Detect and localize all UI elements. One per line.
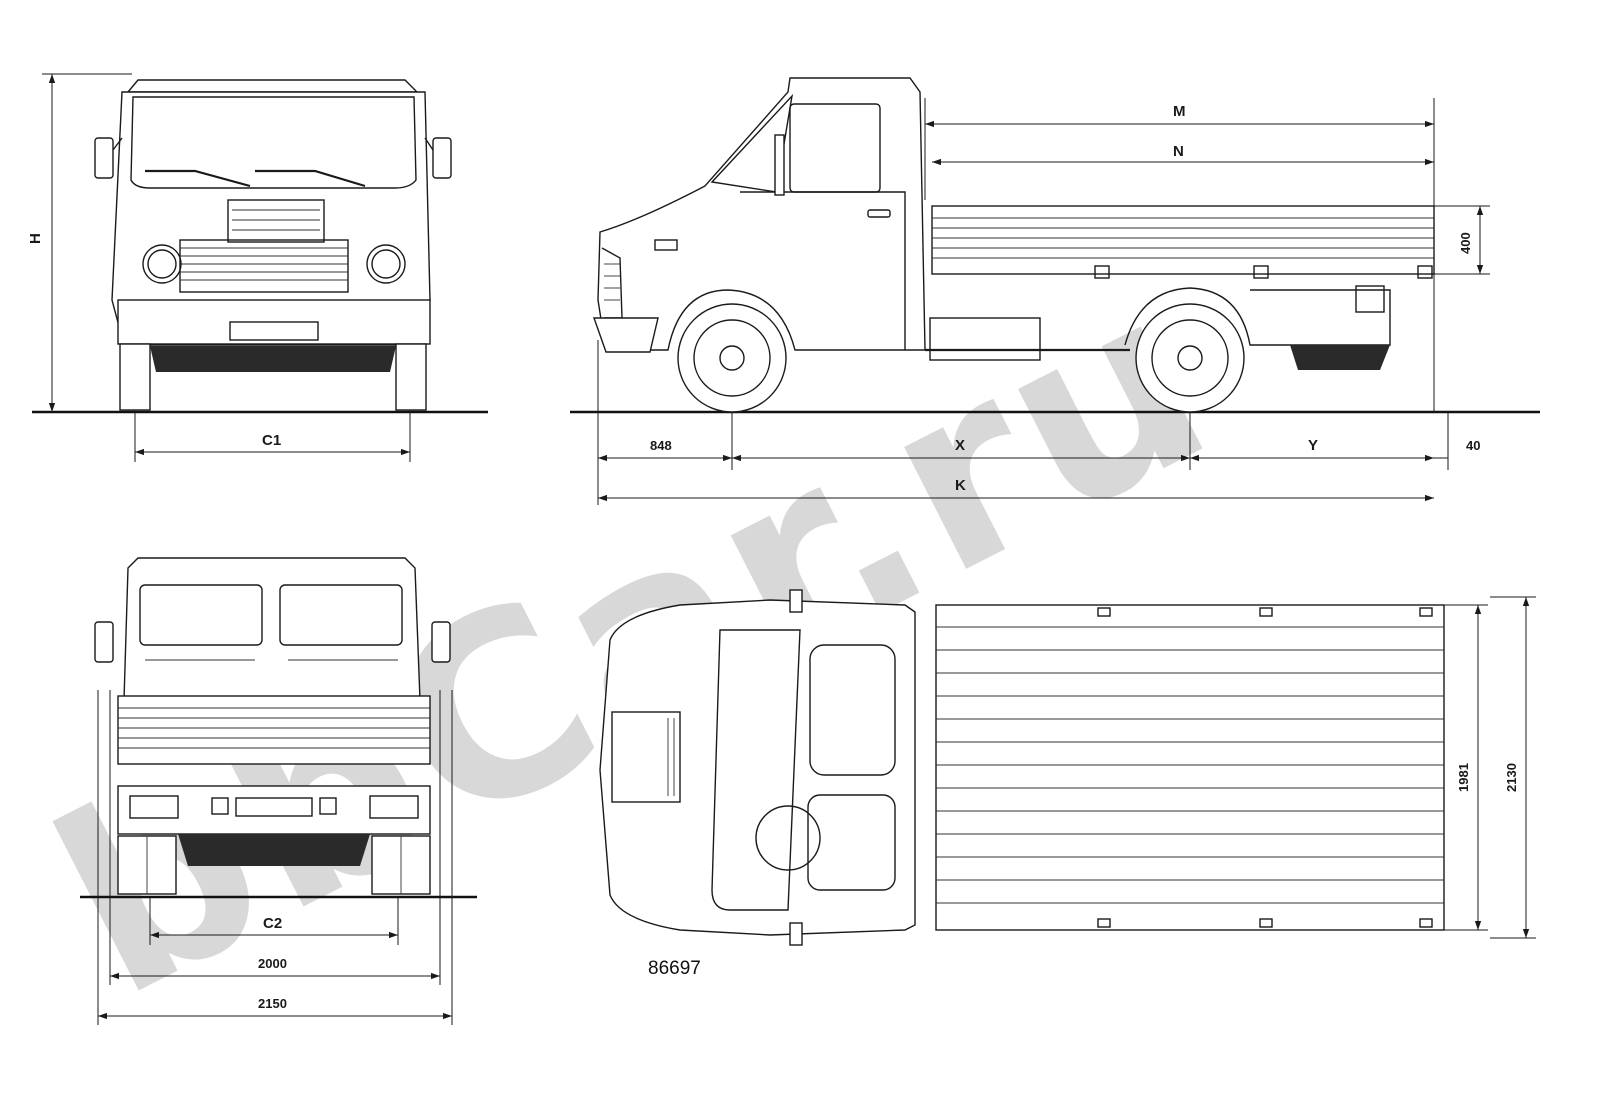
dim-c2-label: C2 [263,915,282,932]
side-cab [597,77,926,351]
front-mirror-right [432,137,452,179]
side-view: M N 400 848 X Y 40 K [570,77,1540,505]
dim-1981-label: 1981 [1456,763,1471,792]
dim-40-label: 40 [1466,438,1480,453]
top-roof-hatch [755,805,821,871]
top-windshield [711,629,801,911]
rear-window-left [139,584,263,646]
side-rear-lamp [1355,285,1385,313]
rear-window-right [279,584,403,646]
front-wiper-left [145,169,251,188]
rear-lamp-left [129,795,179,819]
top-view: 1981 2130 [599,589,1536,946]
rear-mirror-left [94,621,114,663]
top-mirror-right [789,922,803,946]
front-windshield [130,96,417,189]
dim-x-label: X [955,437,965,454]
side-fuel-tank [929,317,1041,361]
rear-tailgate [117,695,431,765]
dim-2130-label: 2130 [1504,763,1519,792]
front-headlight-right [366,244,406,284]
side-spare-wheel [1290,345,1390,370]
side-rear-fender [1124,287,1391,346]
front-headlight-left [142,244,182,284]
dim-m-label: M [1173,103,1186,120]
rear-cab [123,557,421,701]
front-license-plate [229,321,319,341]
dim-y-label: Y [1308,437,1318,454]
rear-mirror-right [431,621,451,663]
side-bed-latch-2 [1253,265,1269,279]
top-hood-vent [611,711,681,803]
dim-400-label: 400 [1458,232,1473,254]
side-mirror [774,134,785,196]
rear-license-plate [235,797,313,817]
rear-view: C2 2000 2150 [80,557,477,1025]
front-wheel-left [119,343,151,411]
front-air-vent [227,199,325,243]
dim-k-label: K [955,477,966,494]
dim-h-label: H [27,233,44,244]
front-grille [179,239,349,293]
side-door-outline [740,191,906,350]
dim-2000-label: 2000 [258,956,287,971]
top-roof-panel-front [809,644,896,776]
top-roof-panel-rear [807,794,896,891]
front-wiper-right [255,169,366,188]
front-view: H C1 [27,73,488,462]
drawing-code: 86697 [648,958,701,979]
side-door-handle [867,209,891,218]
dim-848-label: 848 [650,438,672,453]
rear-lamp-right [369,795,419,819]
front-roof [126,79,419,93]
side-cargo-bed [931,205,1435,275]
dim-c1-label: C1 [262,432,281,449]
front-mirror-left [94,137,114,179]
dim-2150-label: 2150 [258,996,287,1011]
side-bed-latch-1 [1094,265,1110,279]
side-bed-latch-3 [1417,265,1433,279]
rear-axle [178,834,370,866]
side-front-bumper [593,317,659,353]
side-indicator [654,239,678,251]
dim-n-label: N [1173,143,1184,160]
front-wheel-right [395,343,427,411]
top-cab [599,599,916,936]
top-mirror-left [789,589,803,613]
top-cargo-bed [935,604,1445,931]
front-underbody [150,346,396,372]
rear-bumper [117,785,431,835]
